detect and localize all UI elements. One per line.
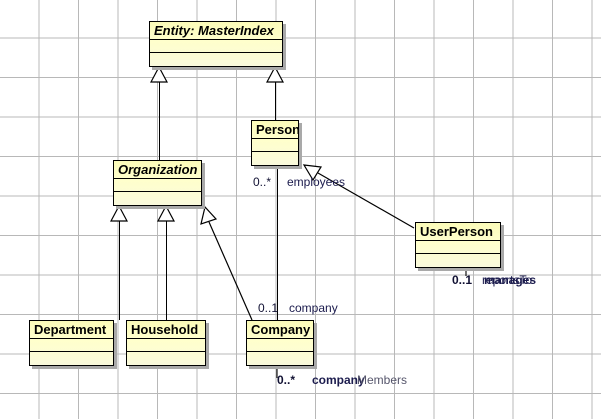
class-box-company[interactable]: Company — [246, 320, 314, 366]
class-operations-department — [30, 352, 113, 365]
edge-department-organization — [119, 219, 120, 320]
class-attributes-organization — [114, 179, 201, 192]
class-attributes-masterindex — [150, 40, 282, 53]
class-attributes-household — [127, 339, 205, 352]
label-userperson-role-reportsto: reportsTo — [482, 273, 533, 287]
class-box-department[interactable]: Department — [29, 320, 114, 366]
label-company-members-role-prefix: company — [312, 373, 365, 387]
class-attributes-person — [252, 139, 298, 152]
edge-household-organization — [166, 219, 167, 320]
class-box-person[interactable]: Person — [251, 120, 299, 166]
edge-organization-masterindex — [159, 80, 160, 160]
label-company-role: company — [289, 301, 338, 315]
label-userperson-multiplicity: 0..1 — [452, 273, 473, 287]
class-name-userperson: UserPerson — [416, 223, 500, 241]
class-attributes-company — [247, 339, 313, 352]
class-operations-company — [247, 352, 313, 365]
edge-person-masterindex — [275, 80, 276, 120]
class-box-household[interactable]: Household — [126, 320, 206, 366]
class-attributes-userperson — [416, 241, 500, 254]
class-operations-masterindex — [150, 53, 282, 66]
class-attributes-department — [30, 339, 113, 352]
class-name-masterindex: Entity: MasterIndex — [150, 22, 282, 40]
edge-company-organization — [208, 221, 253, 321]
generalization-arrow-company — [200, 205, 218, 225]
label-company-members-multiplicity: 0..* — [277, 373, 296, 387]
class-name-household: Household — [127, 321, 205, 339]
class-operations-household — [127, 352, 205, 365]
label-company-members-role-suffix: Members — [357, 373, 408, 387]
class-box-userperson[interactable]: UserPerson — [415, 222, 501, 268]
class-operations-person — [252, 152, 298, 165]
label-userperson-role-manages: manages — [484, 273, 537, 287]
class-name-person: Person — [252, 121, 298, 139]
class-box-organization[interactable]: Organization — [113, 160, 202, 206]
label-employees-multiplicity: 0..* — [253, 175, 272, 189]
class-name-organization: Organization — [114, 161, 201, 179]
class-operations-organization — [114, 192, 201, 205]
class-name-department: Department — [30, 321, 113, 339]
label-employees-role: employees — [287, 175, 346, 189]
edge-person-company-association — [277, 166, 278, 320]
class-box-masterindex[interactable]: Entity: MasterIndex — [149, 21, 283, 67]
label-company-multiplicity: 0..1 — [258, 301, 279, 315]
class-name-company: Company — [247, 321, 313, 339]
class-operations-userperson — [416, 254, 500, 267]
